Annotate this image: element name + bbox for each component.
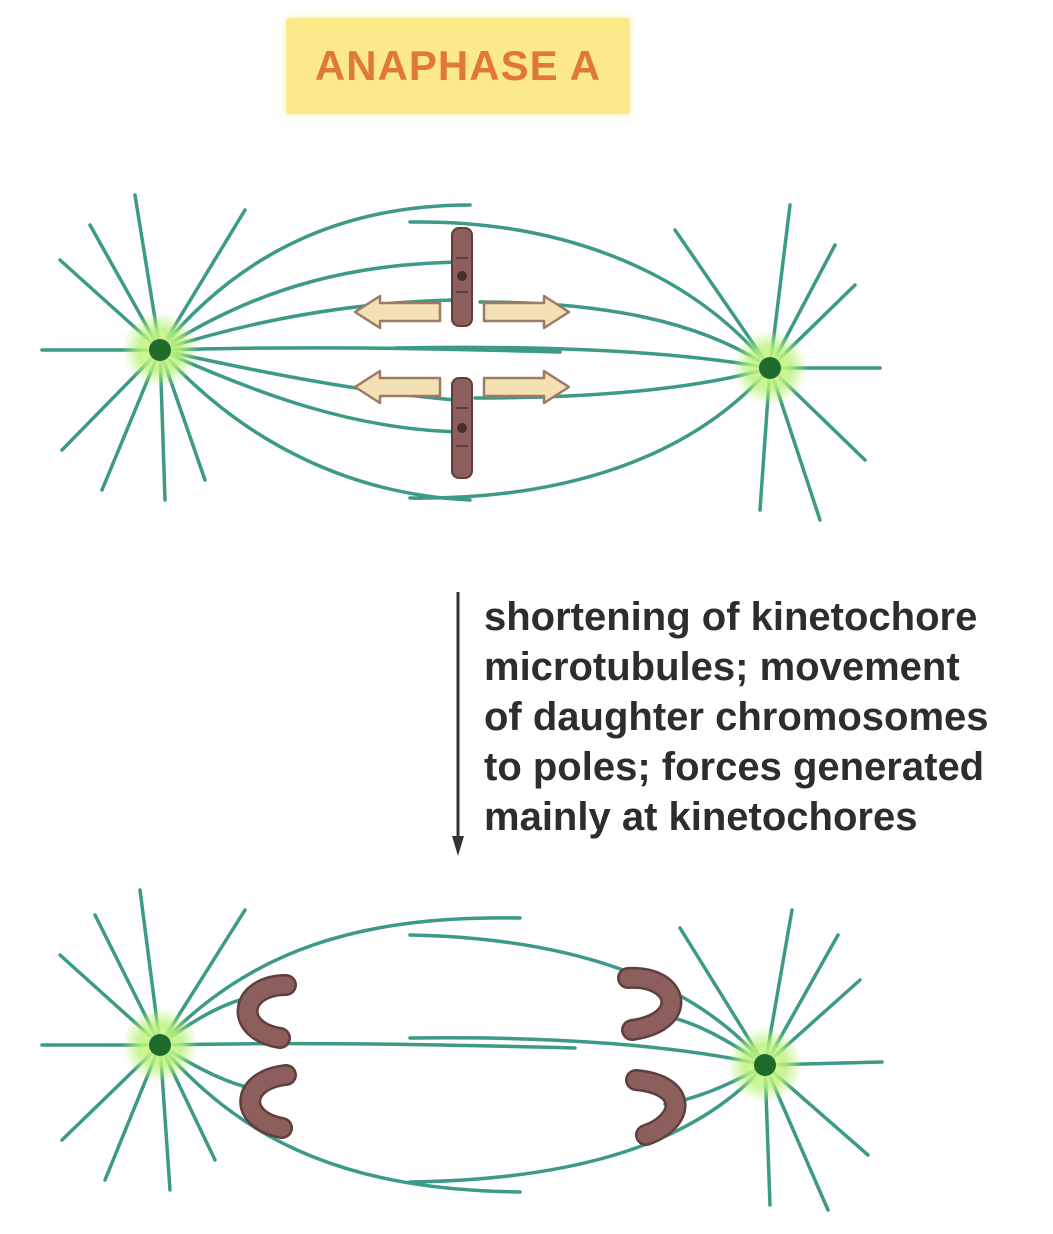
caption-line: microtubules; movement [484, 645, 960, 689]
top-chromosome-upper [451, 227, 473, 327]
caption-line: mainly at kinetochores [484, 795, 918, 839]
top-left-pole [122, 312, 198, 388]
bottom-spindle-microtubules [158, 916, 767, 1194]
bottom-left-chromosome-upper [236, 974, 297, 1049]
top-chromosome-lower [451, 377, 473, 479]
top-right-pole [732, 330, 808, 406]
bottom-left-chromosome-lower [239, 1064, 297, 1139]
diagram-title: ANAPHASE A [314, 42, 602, 89]
bottom-right-chromosome-upper [617, 966, 683, 1041]
bottom-spindle [40, 888, 884, 1212]
arrow-upper-right [482, 294, 571, 330]
title-banner: ANAPHASE A [286, 18, 630, 114]
bottom-right-pole [727, 1027, 803, 1103]
caption-line: to poles; forces generated [484, 745, 985, 789]
transition-arrow [452, 592, 464, 856]
arrow-lower-right [482, 369, 571, 405]
top-spindle [40, 193, 882, 522]
arrow-upper-left [353, 294, 442, 330]
caption-line: of daughter chromosomes [484, 695, 989, 739]
process-caption: shortening of kinetochore microtubules; … [484, 592, 1044, 842]
caption-line: shortening of kinetochore [484, 595, 978, 639]
bottom-right-chromosome-lower [625, 1069, 687, 1146]
arrow-lower-left [353, 369, 442, 405]
bottom-left-pole [122, 1007, 198, 1083]
top-spindle-microtubules [158, 203, 772, 502]
